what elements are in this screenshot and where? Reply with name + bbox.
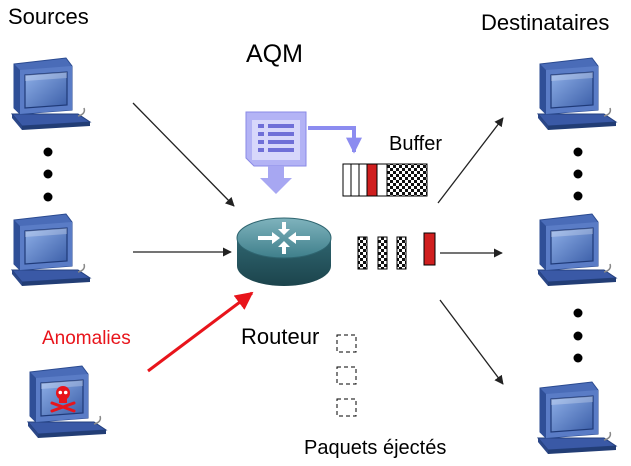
aqm-label: AQM [246, 40, 303, 68]
buffer-queue [342, 163, 428, 197]
destination-ellipsis-1 [573, 147, 583, 201]
buffer-label: Buffer [389, 133, 442, 155]
ejected-packets-label: Paquets éjectés [304, 437, 447, 459]
destinations-title: Destinataires [481, 10, 610, 35]
arrow-router-dest3 [439, 299, 504, 385]
anomalies-label: Anomalies [42, 328, 131, 349]
arrow-router-dest1 [437, 117, 504, 204]
router-icon [236, 217, 332, 286]
ejected-packets [336, 334, 357, 417]
source-ellipsis [43, 147, 53, 202]
outgoing-packets [357, 232, 436, 270]
destination-ellipsis-2 [573, 308, 583, 363]
infected-computer-icon [27, 365, 107, 439]
router-label: Routeur [241, 324, 320, 349]
sources-title: Sources [8, 4, 89, 29]
arrow-anomaly-router [147, 291, 254, 373]
policy-document-icon [245, 111, 362, 194]
arrow-source1-router [132, 102, 235, 207]
